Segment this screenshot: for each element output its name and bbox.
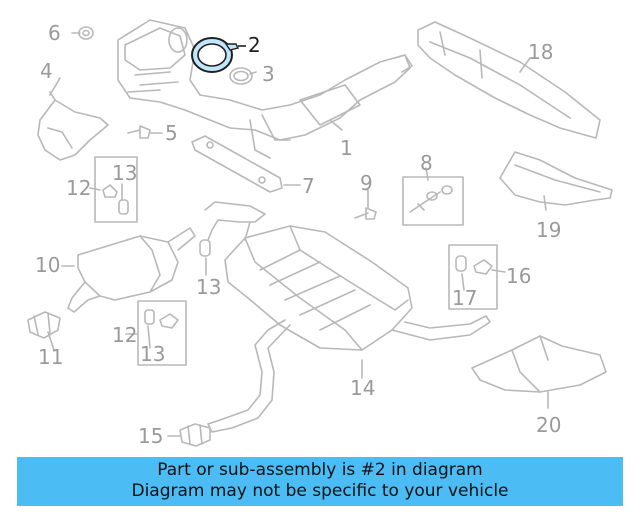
callout-13-top: 13: [112, 161, 137, 185]
hanger-part-7: [191, 135, 283, 193]
catalytic-converter-part: [117, 19, 413, 159]
bracket-part-4: [37, 91, 109, 161]
callout-13-middle: 13: [196, 275, 221, 299]
caption-line-2: Diagram may not be specific to your vehi…: [131, 481, 509, 501]
callout-16: 16: [506, 264, 531, 288]
callout-15: 15: [138, 424, 163, 448]
bolt-part-9: [354, 207, 377, 220]
callout-11: 11: [38, 345, 63, 369]
part-16-17-box: [448, 244, 498, 310]
callout-2: 2: [248, 33, 261, 57]
callout-18: 18: [528, 40, 553, 64]
callout-1: 1: [340, 136, 353, 160]
heat-shield-part-20: [471, 335, 607, 393]
callout-5: 5: [165, 121, 178, 145]
callout-12-bottom: 12: [112, 323, 137, 347]
front-muffler-part-10: [77, 235, 179, 301]
caption-line-1: Part or sub-assembly is #2 in diagram: [157, 460, 483, 480]
nut-part-6: [78, 26, 94, 40]
gasket-part-3: [229, 67, 253, 85]
highlighted-clamp-part-2[interactable]: [191, 37, 246, 73]
callout-8: 8: [420, 151, 433, 175]
callout-6: 6: [48, 21, 61, 45]
callout-19: 19: [536, 218, 561, 242]
part-8-box: [402, 176, 464, 226]
heat-shield-part-19: [499, 151, 613, 206]
callout-12-top: 12: [66, 176, 91, 200]
callout-7: 7: [302, 174, 315, 198]
clamp-part-11: [27, 311, 61, 339]
callout-9: 9: [360, 171, 373, 195]
callout-20: 20: [536, 413, 561, 437]
callout-10: 10: [35, 253, 60, 277]
caption-banner: Part or sub-assembly is #2 in diagram Di…: [17, 457, 623, 506]
callout-13-bottom: 13: [140, 342, 165, 366]
hanger-part-13-small: [199, 239, 211, 257]
bolt-part-5: [127, 125, 151, 139]
clamp-part-15: [179, 423, 211, 447]
part-12-13-box-bottom: [137, 300, 187, 366]
rear-muffler-part-14: [224, 225, 413, 351]
callout-14: 14: [350, 376, 375, 400]
heat-shield-part-18: [417, 21, 601, 139]
callout-3: 3: [262, 62, 275, 86]
callout-4: 4: [40, 59, 53, 83]
callout-17: 17: [452, 286, 477, 310]
